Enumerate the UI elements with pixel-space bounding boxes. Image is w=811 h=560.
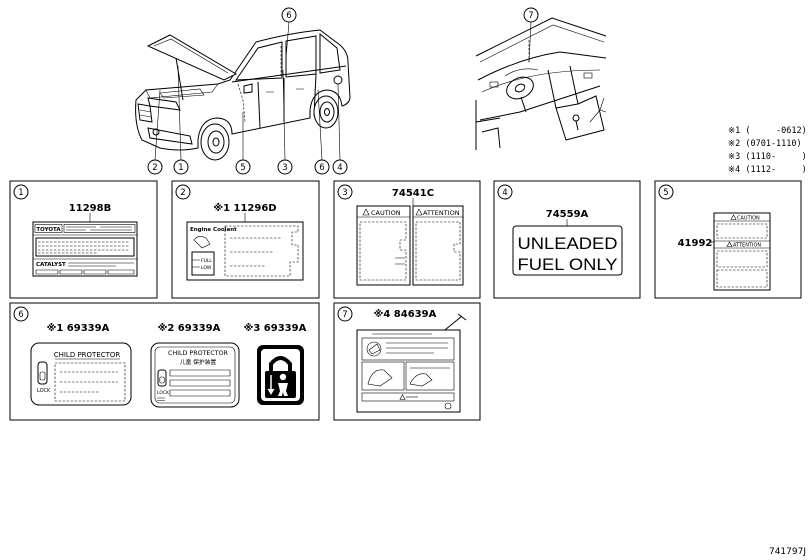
part-number-variant-1[interactable]: ※1 69339A — [47, 322, 110, 334]
panel-5-callout[interactable]: 5 — [658, 184, 674, 200]
callout-3[interactable]: 3 — [277, 159, 293, 175]
callout-4[interactable]: 4 — [332, 159, 348, 175]
part-number[interactable]: ※4 84639A — [374, 308, 437, 320]
warning-icon — [415, 208, 423, 216]
svg-text:6: 6 — [286, 11, 291, 21]
svg-text:4: 4 — [337, 163, 342, 173]
warning-icon — [362, 208, 370, 216]
label-attention: ATTENTION — [423, 209, 460, 217]
car-illustration — [135, 29, 351, 161]
child-lock-pictogram — [257, 345, 304, 405]
coolant-label-graphic: Engine Coolant FULL LOW — [186, 221, 304, 281]
svg-text:3: 3 — [282, 163, 287, 173]
panel-7: 7 ※4 84639A — [333, 302, 481, 421]
svg-text:1: 1 — [18, 188, 23, 198]
label-coolant-title: Engine Coolant — [190, 227, 237, 233]
svg-text:2: 2 — [180, 188, 185, 198]
lock-switch-icon — [157, 369, 167, 387]
warning-icon — [399, 393, 406, 400]
svg-text:7: 7 — [528, 11, 533, 21]
callout-7[interactable]: 7 — [523, 7, 539, 23]
car-leader-lines — [154, 21, 341, 161]
svg-text:3: 3 — [342, 188, 347, 198]
part-number[interactable]: ※1 11296D — [213, 202, 276, 214]
part-number[interactable]: 74541C — [392, 188, 434, 199]
caution-label-graphic: CAUTION ATTENTION — [356, 205, 464, 286]
svg-text:7: 7 — [342, 310, 347, 320]
callout-1[interactable]: 1 — [173, 159, 189, 175]
label-fuel-only: FUEL ONLY — [518, 255, 618, 274]
panel-6-callout[interactable]: 6 — [13, 306, 29, 322]
caution-label-graphic: CAUTION ATTENTION — [713, 212, 771, 291]
callout-5[interactable]: 5 — [235, 159, 251, 175]
panel-1: 1 11298B TOYOTA CATALYST — [9, 180, 158, 299]
fuel-label-graphic: UNLEADED FUEL ONLY — [512, 225, 623, 276]
part-number[interactable]: 11298B — [69, 203, 111, 214]
label-caution: CAUTION — [737, 216, 760, 222]
panel-1-callout[interactable]: 1 — [13, 184, 29, 200]
instruction-label-graphic — [356, 329, 461, 413]
label-child-protector-cn: 儿童 保护装置 — [180, 358, 217, 366]
label-child-protector: CHILD PROTECTOR — [168, 350, 229, 357]
label-full: FULL — [201, 258, 212, 264]
svg-text:5: 5 — [663, 188, 668, 198]
part-number[interactable]: 74559A — [546, 209, 589, 220]
label-attention: ATTENTION — [733, 243, 761, 249]
panel-4-callout[interactable]: 4 — [497, 184, 513, 200]
footnote-3: ※3 (1110- ) — [728, 152, 807, 162]
label-unleaded: UNLEADED — [518, 234, 618, 253]
part-number-variant-3[interactable]: ※3 69339A — [244, 322, 307, 334]
footnote-1: ※1 ( -0612) — [728, 126, 807, 136]
warning-icon — [730, 214, 737, 220]
emission-label-graphic: TOYOTA CATALYST — [32, 221, 138, 277]
callout-2[interactable]: 2 — [147, 159, 163, 175]
panel-2-callout[interactable]: 2 — [175, 184, 191, 200]
footnote-legend: ※1 ( -0612) ※2 (0701-1110) ※3 (1110- ) ※… — [728, 126, 807, 175]
diagram-code: 741797J — [769, 547, 806, 557]
lock-switch-icon — [37, 361, 48, 385]
svg-text:6: 6 — [18, 310, 23, 320]
panel-2: 2 ※1 11296D Engine Coolant FULL LOW — [171, 180, 320, 299]
panel-3-callout[interactable]: 3 — [337, 184, 353, 200]
footnote-2: ※2 (0701-1110) — [728, 139, 802, 149]
child-icon — [279, 373, 287, 381]
panel-6: 6 ※1 69339A ※2 69339A ※3 69339A CHILD PR… — [9, 302, 320, 421]
callout-6-top[interactable]: 6 — [281, 7, 297, 23]
label-lock: LOCK — [37, 388, 51, 394]
panel-3: 3 74541C CAUTION ATTENTION — [333, 180, 481, 299]
panel-4: 4 74559A UNLEADED FUEL ONLY — [493, 180, 641, 299]
label-low: LOW — [201, 265, 212, 271]
part-number-variant-2[interactable]: ※2 69339A — [158, 322, 221, 334]
part-number[interactable]: 41992 — [678, 238, 713, 249]
label-brand: TOYOTA — [36, 227, 61, 233]
label-lock: LOCK — [157, 390, 170, 396]
svg-text:5: 5 — [240, 163, 245, 173]
label-caution: CAUTION — [371, 209, 401, 217]
panel-7-callout[interactable]: 7 — [337, 306, 353, 322]
footnote-4: ※4 (1112- ) — [728, 165, 807, 175]
label-catalyst: CATALYST — [36, 262, 66, 268]
panel-5: 5 41992 CAUTION ATTENTION — [654, 180, 802, 299]
dashboard-illustration — [475, 17, 607, 150]
svg-text:4: 4 — [502, 188, 507, 198]
callout-6-bottom[interactable]: 6 — [314, 159, 330, 175]
child-protector-label-2: CHILD PROTECTOR 儿童 保护装置 LOCK — [150, 342, 240, 408]
svg-text:6: 6 — [319, 163, 324, 173]
child-protector-label-1: CHILD PROTECTOR LOCK — [30, 342, 132, 406]
warning-icon — [726, 241, 733, 247]
svg-text:1: 1 — [178, 163, 183, 173]
svg-text:2: 2 — [152, 163, 157, 173]
dash-leader-line — [528, 21, 532, 63]
label-child-protector: CHILD PROTECTOR — [54, 351, 121, 359]
